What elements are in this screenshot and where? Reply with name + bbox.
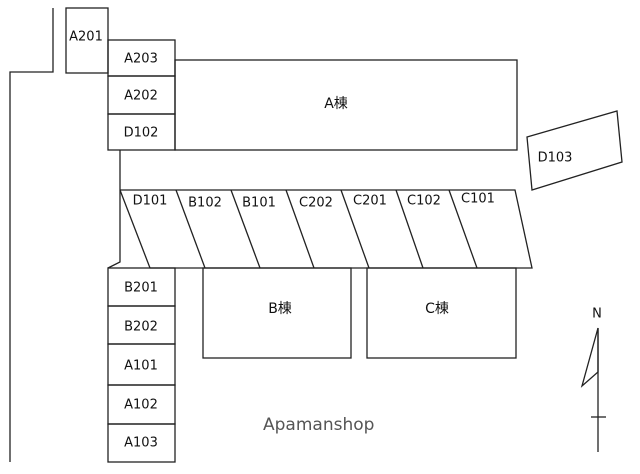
parking-stall-label: C102 xyxy=(407,194,441,209)
north-label: N xyxy=(592,307,602,322)
unit-a201-label: A201 xyxy=(69,30,103,45)
building-a-label: A棟 xyxy=(324,96,348,112)
unit-a101-label: A101 xyxy=(124,359,158,374)
unit-b202-label: B202 xyxy=(124,320,158,335)
unit-a103: A103 xyxy=(107,423,176,463)
building-c-label: C棟 xyxy=(425,301,449,317)
parking-stall-label: B101 xyxy=(242,196,276,211)
unit-d102-label: D102 xyxy=(124,126,159,141)
unit-b201-label: B201 xyxy=(124,281,158,296)
unit-d102: D102 xyxy=(107,113,176,151)
site-boundary xyxy=(9,8,121,462)
parking-stall-label: C202 xyxy=(299,196,333,211)
unit-a202-label: A202 xyxy=(124,89,158,104)
parking-stall-label: B102 xyxy=(188,196,222,211)
parking-row: D101 B102 B101 C202 C201 C102 C101 xyxy=(119,189,533,269)
unit-a102: A102 xyxy=(107,384,176,425)
unit-a102-label: A102 xyxy=(124,398,158,413)
unit-a103-label: A103 xyxy=(124,436,158,451)
north-arrow-icon: N xyxy=(580,307,606,452)
unit-d103: D103 xyxy=(526,110,623,191)
building-a: A棟 xyxy=(174,59,518,151)
unit-a203-label: A203 xyxy=(124,52,158,67)
parking-stall-label: C101 xyxy=(461,192,495,207)
parking-stall-label: C201 xyxy=(353,194,387,209)
building-c: C棟 xyxy=(366,267,517,359)
unit-b202: B202 xyxy=(107,305,176,345)
building-b-label: B棟 xyxy=(268,301,292,317)
unit-d103-label: D103 xyxy=(538,151,573,166)
unit-b201: B201 xyxy=(107,267,176,307)
building-b: B棟 xyxy=(202,267,352,359)
watermark: Apamanshop xyxy=(263,415,374,435)
unit-a202: A202 xyxy=(107,75,176,115)
unit-a201: A201 xyxy=(65,7,109,74)
unit-a101: A101 xyxy=(107,343,176,386)
unit-a203: A203 xyxy=(107,39,176,77)
parking-stall-label: D101 xyxy=(133,194,168,209)
